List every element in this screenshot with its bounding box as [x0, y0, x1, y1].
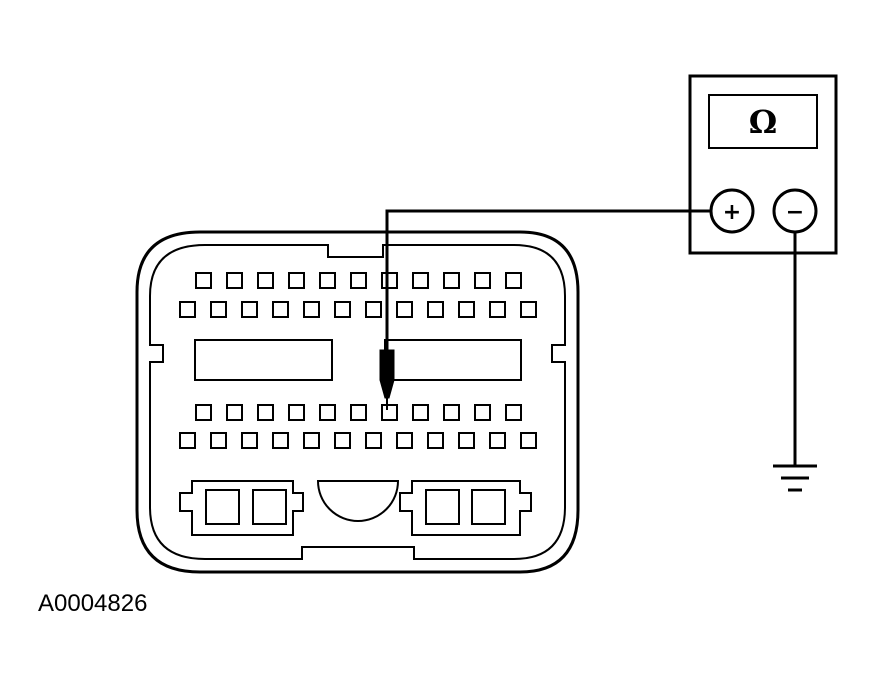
connector-pin-upper-row-2-5 [303, 301, 320, 318]
connector-pin-lower-row-2-7 [365, 432, 382, 449]
ohmmeter: Ω + − [688, 74, 838, 255]
connector-pin-upper-row-2-1 [179, 301, 196, 318]
connector-pin-lower-row-2-3 [241, 432, 258, 449]
connector-lower-left-block [179, 480, 304, 536]
negative-terminal-label: − [786, 200, 804, 225]
connector-pin-upper-row-1-9 [443, 272, 460, 289]
connector-pin-upper-row-1-7 [381, 272, 398, 289]
connector-pin-lower-row-1-7 [381, 404, 398, 421]
connector-pin-lower-row-2-4 [272, 432, 289, 449]
connector-pin-lower-row-1-4 [288, 404, 305, 421]
connector-slot-right [384, 339, 522, 381]
connector-pin-lower-row-1-8 [412, 404, 429, 421]
connector-pin-upper-row-2-9 [427, 301, 444, 318]
connector-pin-lower-row-1-2 [226, 404, 243, 421]
connector-pin-upper-row-2-4 [272, 301, 289, 318]
connector-pin-lower-row-1-1 [195, 404, 212, 421]
connector-pin-upper-row-1-2 [226, 272, 243, 289]
connector-pin-lower-row-1-5 [319, 404, 336, 421]
ohm-symbol: Ω [749, 103, 777, 141]
connector-keyway [316, 480, 400, 522]
connector-pin-lower-row-2-2 [210, 432, 227, 449]
connector-pin-lower-row-1-9 [443, 404, 460, 421]
positive-terminal-label: + [723, 200, 741, 225]
connector-pins [179, 272, 537, 449]
connector-pin-upper-row-2-6 [334, 301, 351, 318]
connector-pin-lower-row-2-10 [458, 432, 475, 449]
connector-pin-lower-row-1-6 [350, 404, 367, 421]
connector-pin-upper-row-2-7 [365, 301, 382, 318]
ground-symbol-icon [773, 464, 817, 492]
connector-pin-upper-row-1-6 [350, 272, 367, 289]
connector-inner-outline [149, 244, 566, 560]
figure-id-label: A0004826 [38, 590, 148, 617]
connector-pin-lower-row-2-6 [334, 432, 351, 449]
probe-tip-icon [379, 349, 395, 410]
connector-pin-lower-row-2-12 [520, 432, 537, 449]
connector-pin-upper-row-2-12 [520, 301, 537, 318]
connector-lower-right-block [399, 480, 532, 536]
connector-pin-upper-row-1-10 [474, 272, 491, 289]
connector-housing [135, 230, 580, 574]
connector-pin-lower-row-2-9 [427, 432, 444, 449]
connector-pin-upper-row-1-1 [195, 272, 212, 289]
connector-pin-upper-row-1-3 [257, 272, 274, 289]
connector-pin-upper-row-1-5 [319, 272, 336, 289]
connector-pin-upper-row-1-4 [288, 272, 305, 289]
connector-pin-lower-row-1-11 [505, 404, 522, 421]
connector-pin-lower-row-2-8 [396, 432, 413, 449]
positive-test-lead [385, 209, 711, 350]
connector-pin-upper-row-2-11 [489, 301, 506, 318]
connector-pin-upper-row-1-8 [412, 272, 429, 289]
connector-slot-left [194, 339, 333, 381]
connector-pin-lower-row-1-10 [474, 404, 491, 421]
connector-pin-lower-row-2-1 [179, 432, 196, 449]
connector-pin-lower-row-2-11 [489, 432, 506, 449]
connector-pin-upper-row-2-8 [396, 301, 413, 318]
connector-pin-lower-row-2-5 [303, 432, 320, 449]
connector-pin-upper-row-2-10 [458, 301, 475, 318]
connector-pin-upper-row-1-11 [505, 272, 522, 289]
ohmmeter-display [708, 94, 818, 149]
connector-pin-upper-row-2-2 [210, 301, 227, 318]
connector-pin-lower-row-1-3 [257, 404, 274, 421]
connector-pin-upper-row-2-3 [241, 301, 258, 318]
